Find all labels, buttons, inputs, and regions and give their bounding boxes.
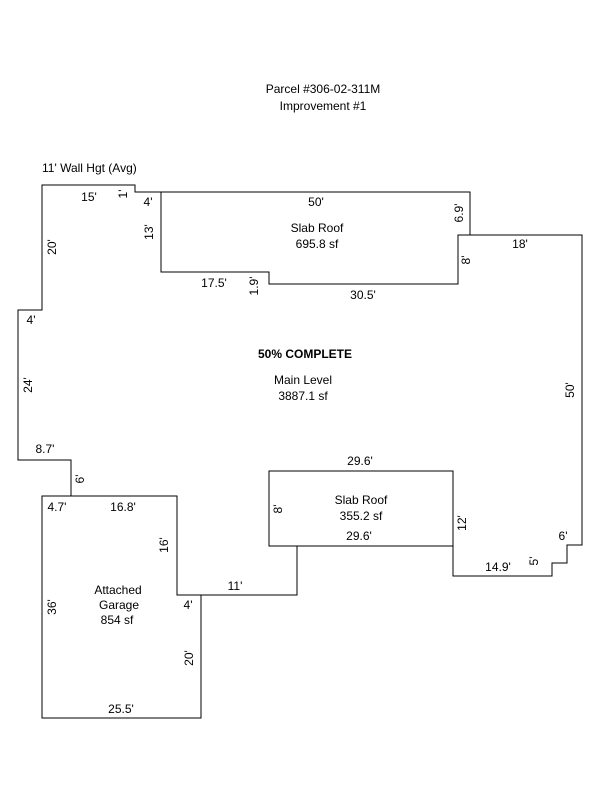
dim-slab-top-17-5: 17.5' <box>201 276 227 290</box>
garage-area: 854 sf <box>101 613 134 627</box>
slab-roof-top-area: 695.8 sf <box>296 237 339 251</box>
slab-roof-top-outline <box>160 191 471 285</box>
garage-name-line2: Garage <box>99 598 139 612</box>
dim-main-left-4: 4' <box>27 313 36 327</box>
dim-main-right-50: 50' <box>563 382 577 398</box>
slab-roof-bottom-area: 355.2 sf <box>340 509 383 523</box>
dim-main-right-18: 18' <box>512 237 528 251</box>
dim-main-right-6: 6' <box>559 529 568 543</box>
dim-slab-top-13: 13' <box>142 224 156 240</box>
dim-slab-top-6-9: 6.9' <box>452 204 466 223</box>
wall-height-note: 11' Wall Hgt (Avg) <box>42 161 137 175</box>
dim-slab-top-30-5: 30.5' <box>350 288 376 302</box>
dim-garage-36: 36' <box>45 599 59 615</box>
improvement-number: Improvement #1 <box>280 99 367 113</box>
slab-roof-top-name: Slab Roof <box>291 221 344 235</box>
dim-garage-20: 20' <box>182 650 196 666</box>
parcel-number: Parcel #306-02-311M <box>266 82 381 96</box>
dim-main-step-1: 1' <box>116 190 130 199</box>
dim-garage-16-8: 16.8' <box>110 500 136 514</box>
dim-main-bottom-11: 11' <box>228 579 243 593</box>
dim-garage-4-7: 4.7' <box>48 500 67 514</box>
dim-main-left-24: 24' <box>21 377 35 393</box>
dim-garage-25-5: 25.5' <box>108 702 134 716</box>
dim-slab-bottom-29-6-top: 29.6' <box>347 454 373 468</box>
dim-main-left-top: 15' <box>81 190 97 204</box>
dim-main-left-20: 20' <box>45 239 59 255</box>
slab-roof-bottom-name: Slab Roof <box>335 493 388 507</box>
completion-status: 50% COMPLETE <box>258 347 352 361</box>
dim-slab-bottom-8: 8' <box>271 505 285 514</box>
dim-main-bottom-12: 12' <box>455 515 469 531</box>
dim-slab-top-50: 50' <box>308 195 324 209</box>
slab-roof-bottom-outline <box>268 470 454 547</box>
main-level-name: Main Level <box>274 373 332 387</box>
dim-main-left-6: 6' <box>73 475 87 484</box>
dim-main-bottom-14-9: 14.9' <box>485 560 511 574</box>
dim-main-right-5: 5' <box>527 557 541 566</box>
main-level-area: 3887.1 sf <box>278 389 328 403</box>
dim-slab-top-8: 8' <box>459 256 473 265</box>
dim-slab-bottom-29-6-bottom: 29.6' <box>346 529 372 543</box>
garage-name-line1: Attached <box>94 583 141 597</box>
dim-slab-top-1-9: 1.9' <box>247 277 261 296</box>
dim-garage-16: 16' <box>157 537 171 553</box>
dim-main-left-8-7: 8.7' <box>36 442 55 456</box>
garage-outline <box>41 495 202 719</box>
dim-garage-4: 4' <box>184 598 193 612</box>
dim-main-step-4: 4' <box>144 195 153 209</box>
